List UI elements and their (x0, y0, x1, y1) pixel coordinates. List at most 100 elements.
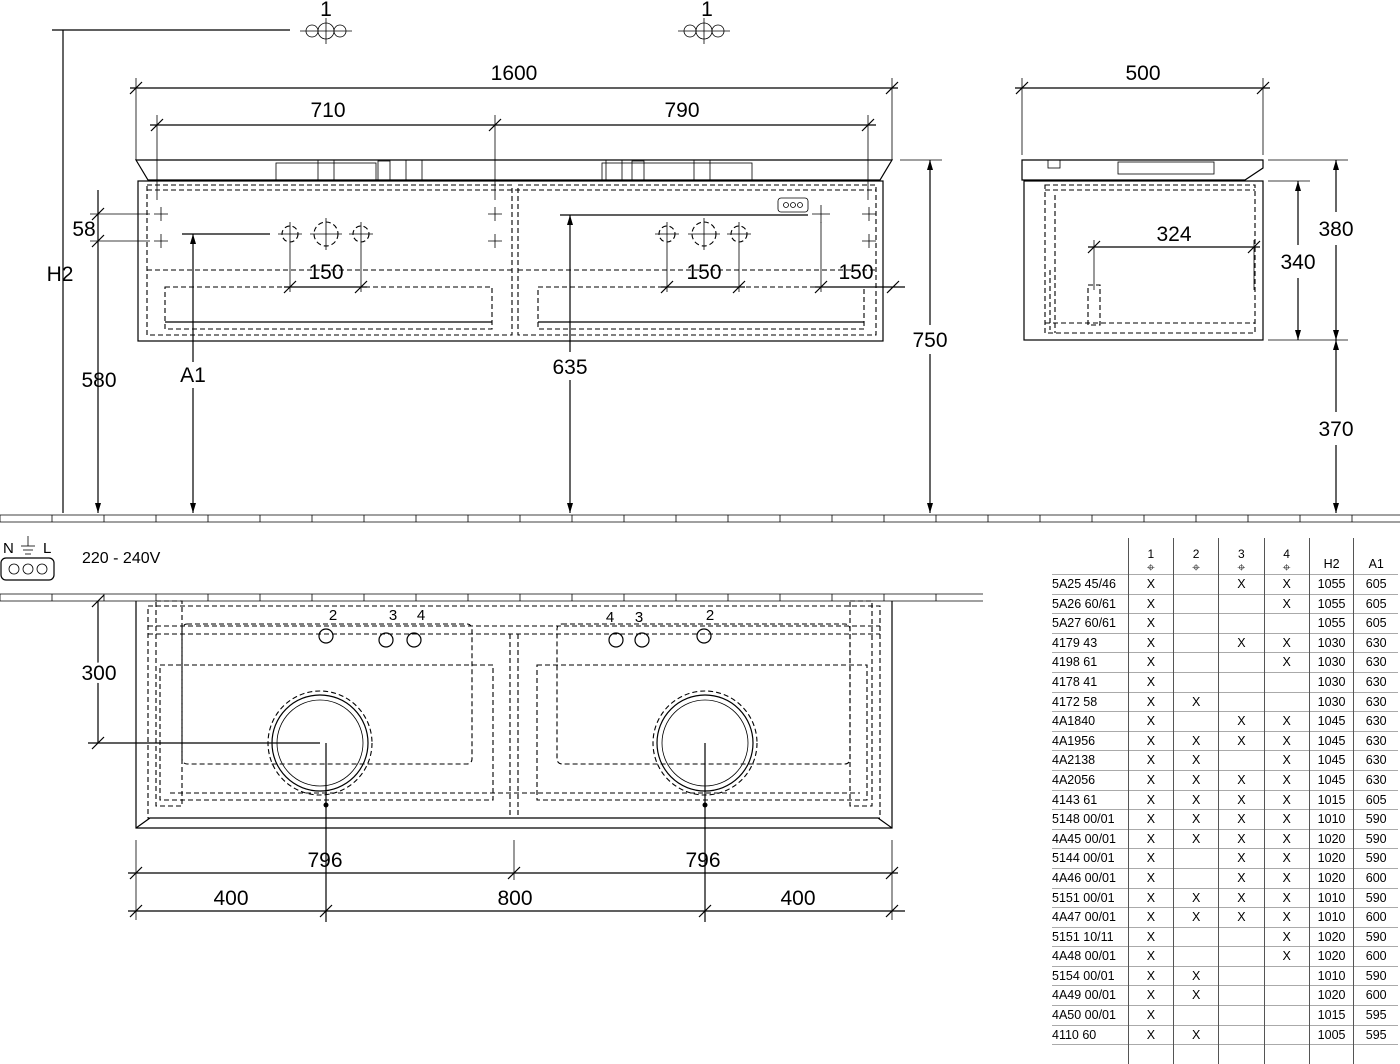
table-cell: X (1127, 1025, 1174, 1045)
table-cell: 1005 (1308, 1025, 1354, 1045)
table-cell: X (1263, 731, 1310, 751)
col-header-4: 4⌖ (1263, 538, 1310, 575)
table-cell: X (1263, 633, 1310, 653)
table-cell: X (1263, 946, 1310, 967)
article-number: 4A49 00/01 (1052, 988, 1116, 1003)
dim-796-right: 796 (685, 849, 720, 872)
table-cell: X (1263, 790, 1310, 810)
table-cell: X (1172, 966, 1219, 986)
table-cell: 1030 (1308, 652, 1354, 673)
table-cell: X (1127, 672, 1174, 693)
dim-150-left: 150 (308, 261, 343, 284)
table-cell: X (1172, 692, 1219, 712)
table-cell (1172, 633, 1219, 653)
table-cell: X (1127, 829, 1174, 849)
article-number: 5154 00/01 (1052, 968, 1115, 983)
table-cell: 1055 (1308, 574, 1354, 595)
floor-line (0, 514, 1400, 523)
dim-width-total: 1600 (491, 62, 538, 85)
table-cell: X (1263, 848, 1310, 869)
table-cell (1263, 1005, 1310, 1026)
table-cell: X (1263, 750, 1310, 771)
table-cell: 1045 (1308, 731, 1354, 751)
table-cell: 630 (1353, 770, 1398, 791)
table-cell (1218, 613, 1264, 634)
table-cell (1218, 927, 1264, 947)
table-cell: 1010 (1308, 907, 1354, 928)
table-cell: X (1172, 750, 1219, 771)
table-cell: 1055 (1308, 594, 1354, 614)
dim-a1: A1 (180, 364, 206, 387)
table-cell: X (1218, 770, 1264, 791)
table-cell: 1020 (1308, 985, 1354, 1006)
table-cell: X (1172, 829, 1219, 849)
table-cell: 1030 (1308, 672, 1354, 693)
table-cell (1172, 574, 1219, 595)
table-cell (1263, 692, 1310, 712)
table-cell: X (1263, 770, 1310, 791)
table-cell: 1045 (1308, 770, 1354, 791)
table-cell (1172, 594, 1219, 614)
table-cell: X (1127, 848, 1174, 869)
article-number: 5A27 60/61 (1052, 616, 1116, 631)
table-cell: 605 (1353, 594, 1398, 614)
tap-hole-icon (278, 218, 373, 250)
dim-h2: H2 (47, 263, 74, 286)
table-cell: 630 (1353, 731, 1398, 751)
table-cell: 590 (1353, 966, 1398, 986)
table-cell: 1030 (1308, 692, 1354, 712)
article-number: 4A48 00/01 (1052, 949, 1116, 964)
table-cell: 1020 (1308, 927, 1354, 947)
table-cell: X (1218, 574, 1264, 595)
article-number: 5151 00/01 (1052, 890, 1115, 905)
article-number: 4A1840 (1052, 714, 1096, 729)
table-cell (1218, 692, 1264, 712)
table-cell: 1015 (1308, 1005, 1354, 1026)
voltage-label: 220 - 240V (82, 550, 161, 567)
table-cell: X (1127, 750, 1174, 771)
table-cell: X (1263, 888, 1310, 908)
table-cell: X (1127, 1005, 1174, 1026)
article-number: 4A45 00/01 (1052, 831, 1116, 846)
table-cell: 600 (1353, 985, 1398, 1006)
table-cell: X (1127, 946, 1174, 967)
table-cell: X (1218, 888, 1264, 908)
table-cell: 600 (1353, 946, 1398, 967)
article-number: 4172 58 (1052, 694, 1098, 709)
dim-400-right: 400 (780, 887, 815, 910)
table-cell: 1020 (1308, 946, 1354, 967)
table-cell: 1020 (1308, 868, 1354, 888)
conn-label-3: 3 (635, 609, 643, 626)
dim-150-right: 150 (686, 261, 721, 284)
table-cell: X (1172, 809, 1219, 830)
table-cell: X (1218, 829, 1264, 849)
table-cell: 590 (1353, 927, 1398, 947)
live-label: L (43, 540, 51, 557)
table-cell (1218, 750, 1264, 771)
table-cell: X (1127, 985, 1174, 1006)
technical-drawing: 1 1 H2 1600 710 790 (0, 0, 1400, 922)
dim-left: 710 (310, 99, 345, 122)
dim-750: 750 (912, 329, 947, 352)
table-cell: 630 (1353, 633, 1398, 653)
table-cell: X (1127, 927, 1174, 947)
col-header-1: 1⌖ (1127, 538, 1174, 575)
table-cell: 590 (1353, 809, 1398, 830)
table-cell (1218, 1005, 1264, 1026)
col-header-h2: H2 (1308, 538, 1354, 575)
table-cell: X (1218, 633, 1264, 653)
dim-150-socket: 150 (838, 261, 873, 284)
table-cell: X (1218, 907, 1264, 928)
table-cell: 630 (1353, 750, 1398, 771)
table-cell: 1020 (1308, 829, 1354, 849)
